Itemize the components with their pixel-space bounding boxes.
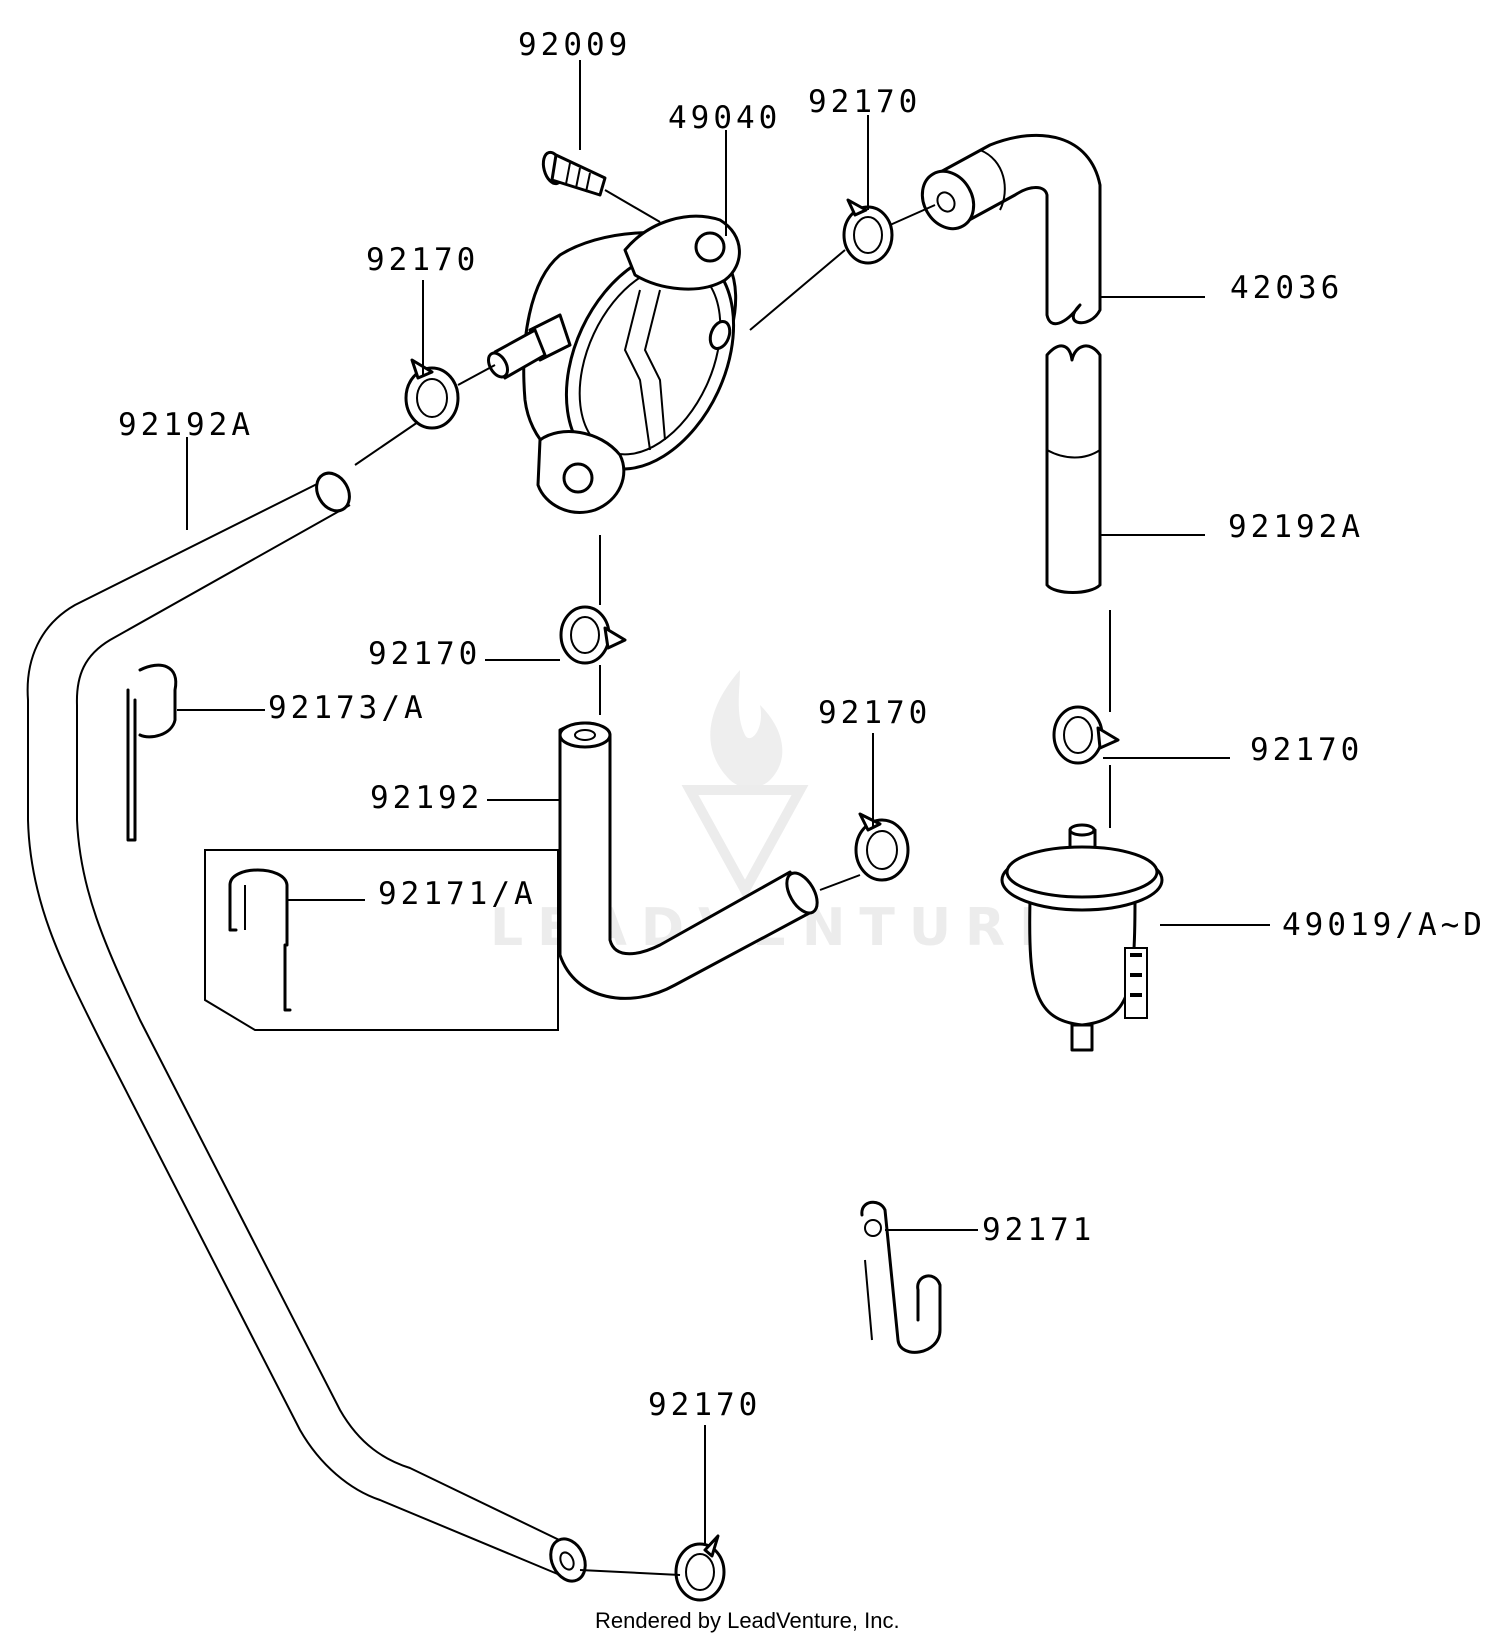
leader-lines xyxy=(177,60,1270,1576)
label-92170-bottom: 92170 xyxy=(648,1387,761,1423)
clamp-92170-top xyxy=(842,198,894,265)
clip-92173A xyxy=(126,663,178,842)
label-92170-right: 92170 xyxy=(1250,732,1363,768)
label-92170-top: 92170 xyxy=(808,84,921,120)
clamp-92170-left xyxy=(404,358,460,430)
label-92170-center: 92170 xyxy=(368,636,481,672)
clamp-92170-center xyxy=(559,605,627,665)
hose-92192A-right xyxy=(1045,344,1102,594)
label-49019: 49019/A~D xyxy=(1282,907,1486,943)
label-92173A: 92173/A xyxy=(268,690,427,726)
hose-42036 xyxy=(920,133,1102,326)
credit-text: Rendered by LeadVenture, Inc. xyxy=(595,1608,900,1633)
clamp-92170-mid xyxy=(854,812,910,882)
label-92170-left: 92170 xyxy=(366,242,479,278)
label-92171A: 92171/A xyxy=(378,876,537,912)
hose-92192 xyxy=(558,721,819,1000)
inset-box-92171A xyxy=(204,849,559,1031)
fuel-pump-49040 xyxy=(487,214,741,514)
label-92192A-left: 92192A xyxy=(118,407,254,443)
clip-92171 xyxy=(860,1200,942,1354)
clamp-92170-bottom xyxy=(674,1534,726,1602)
label-92192A-right: 92192A xyxy=(1228,509,1364,545)
label-92009: 92009 xyxy=(518,27,631,63)
label-42036: 42036 xyxy=(1230,270,1343,306)
fuel-filter-49019 xyxy=(1000,823,1164,1052)
hose-92192A-long xyxy=(26,471,587,1583)
label-92170-mid: 92170 xyxy=(818,695,931,731)
label-92171: 92171 xyxy=(982,1212,1095,1248)
callout-labels: 92009 49040 92170 92170 42036 92192A 921… xyxy=(118,27,1486,1423)
clamp-92170-right xyxy=(1052,705,1120,765)
label-92192: 92192 xyxy=(370,780,483,816)
screw-92009 xyxy=(541,150,661,223)
label-49040: 49040 xyxy=(668,100,781,136)
